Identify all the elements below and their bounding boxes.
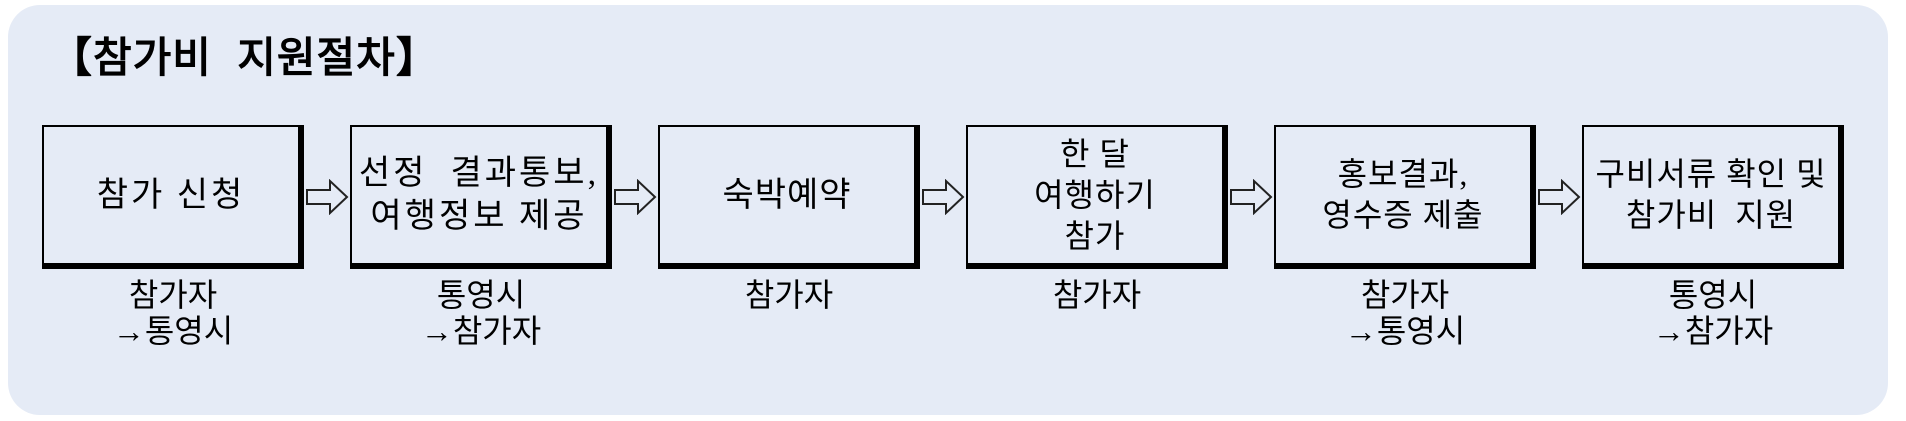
flow-step-6: 구비서류 확인 및 참가비 지원 통영시 →참가자 — [1582, 125, 1844, 350]
process-flow: 참가 신청 참가자 →통영시 선정 결과통보, 여행정보 제공 통영시 →참가자… — [42, 125, 1888, 350]
flow-step-1-actor: 참가자 →통영시 — [112, 277, 234, 350]
flow-step-2: 선정 결과통보, 여행정보 제공 통영시 →참가자 — [350, 125, 612, 350]
flow-step-5-label: 홍보결과, 영수증 제출 — [1322, 156, 1484, 234]
flow-step-2-actor: 통영시 →참가자 — [420, 277, 542, 350]
flow-step-4-box: 한 달 여행하기 참가 — [966, 125, 1228, 270]
flow-step-4-actor: 참가자 — [1052, 277, 1142, 314]
flow-step-1-label: 참가 신청 — [96, 176, 246, 214]
flow-step-3-box: 숙박예약 — [658, 125, 920, 270]
flow-step-5: 홍보결과, 영수증 제출 참가자 →통영시 — [1274, 125, 1536, 350]
flow-step-1: 참가 신청 참가자 →통영시 — [42, 125, 304, 350]
procedure-panel: 【참가비 지원절차】 참가 신청 참가자 →통영시 선정 결과통보, 여행정보 … — [8, 5, 1888, 415]
flow-step-2-label: 선정 결과통보, 여행정보 제공 — [358, 154, 600, 236]
flow-arrow-icon — [920, 125, 966, 269]
flow-step-3-actor: 참가자 — [744, 277, 834, 314]
flow-arrow-icon — [1536, 125, 1582, 269]
flow-arrow-icon — [612, 125, 658, 269]
flow-step-5-box: 홍보결과, 영수증 제출 — [1274, 125, 1536, 270]
flow-step-5-actor: 참가자 →통영시 — [1344, 277, 1466, 350]
flow-step-1-box: 참가 신청 — [42, 125, 304, 270]
flow-step-3: 숙박예약 참가자 — [658, 125, 920, 314]
flow-step-2-box: 선정 결과통보, 여행정보 제공 — [350, 125, 612, 270]
flow-step-6-label: 구비서류 확인 및 참가비 지원 — [1595, 156, 1827, 234]
flow-step-6-box: 구비서류 확인 및 참가비 지원 — [1582, 125, 1844, 270]
flow-step-4-label: 한 달 여행하기 참가 — [1034, 135, 1156, 254]
flow-step-4: 한 달 여행하기 참가 참가자 — [966, 125, 1228, 314]
flow-arrow-icon — [1228, 125, 1274, 269]
panel-title: 【참가비 지원절차】 — [50, 34, 439, 81]
flow-step-3-label: 숙박예약 — [722, 176, 852, 214]
flow-arrow-icon — [304, 125, 350, 269]
flow-step-6-actor: 통영시 →참가자 — [1652, 277, 1774, 350]
